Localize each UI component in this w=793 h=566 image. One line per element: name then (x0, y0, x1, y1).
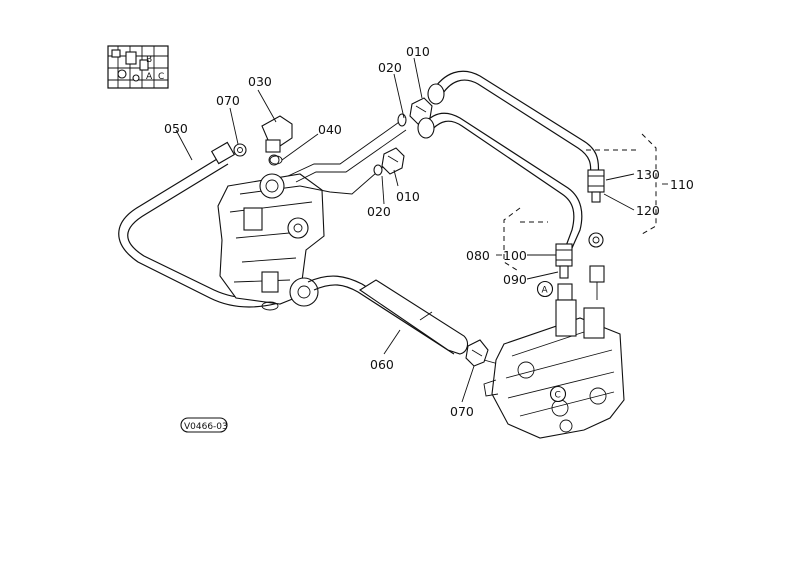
pipe-lower (417, 112, 583, 249)
control-valve-body (483, 299, 625, 439)
label-070-bottom: 070 (450, 404, 474, 419)
label-100: 100 (503, 248, 527, 263)
port-marker-a: A (536, 280, 554, 298)
bracket-110 (641, 133, 657, 235)
label-010-top: 010 (406, 44, 430, 59)
o-ring-040 (269, 155, 283, 165)
inset-letter-c: C (158, 72, 164, 82)
fitting-stack-130-120 (587, 169, 605, 300)
inset-letter-a: A (146, 72, 153, 82)
label-110: 110 (670, 177, 694, 192)
port-marker-a-letter: A (542, 286, 549, 296)
label-080: 080 (466, 248, 490, 263)
label-050: 050 (164, 121, 188, 136)
label-070-top: 070 (216, 93, 240, 108)
label-040: 040 (318, 122, 342, 137)
label-010-bottom: 010 (396, 189, 420, 204)
reference-code-box: V0466-03 (180, 417, 228, 433)
fitting-010-bottom (373, 147, 405, 176)
pump-assembly (217, 173, 325, 311)
pipe-upper (427, 70, 600, 177)
hose-060 (307, 275, 469, 355)
elbow-fitting-030 (261, 115, 293, 166)
fitting-070-top (233, 143, 247, 157)
valve-inset-thumbnail: B A C (107, 45, 169, 89)
pipe-lower-branch (299, 165, 385, 195)
label-090: 090 (503, 272, 527, 287)
port-marker-c: C (549, 385, 567, 403)
reference-code: V0466-03 (184, 422, 228, 432)
part-labels: 010 020 030 070 040 050 010 020 130 110 … (164, 44, 694, 419)
label-020-bottom: 020 (367, 204, 391, 219)
label-120: 120 (636, 203, 660, 218)
pipe-pump-to-fittings (287, 119, 407, 183)
fitting-070-bottom (465, 339, 489, 367)
label-060: 060 (370, 357, 394, 372)
label-030: 030 (248, 74, 272, 89)
label-020-top: 020 (378, 60, 402, 75)
inset-letter-b: B (146, 55, 152, 65)
port-marker-c-letter: C (555, 391, 561, 401)
label-130: 130 (636, 167, 660, 182)
bracket-080 (503, 207, 521, 273)
leader-lines (175, 57, 668, 403)
